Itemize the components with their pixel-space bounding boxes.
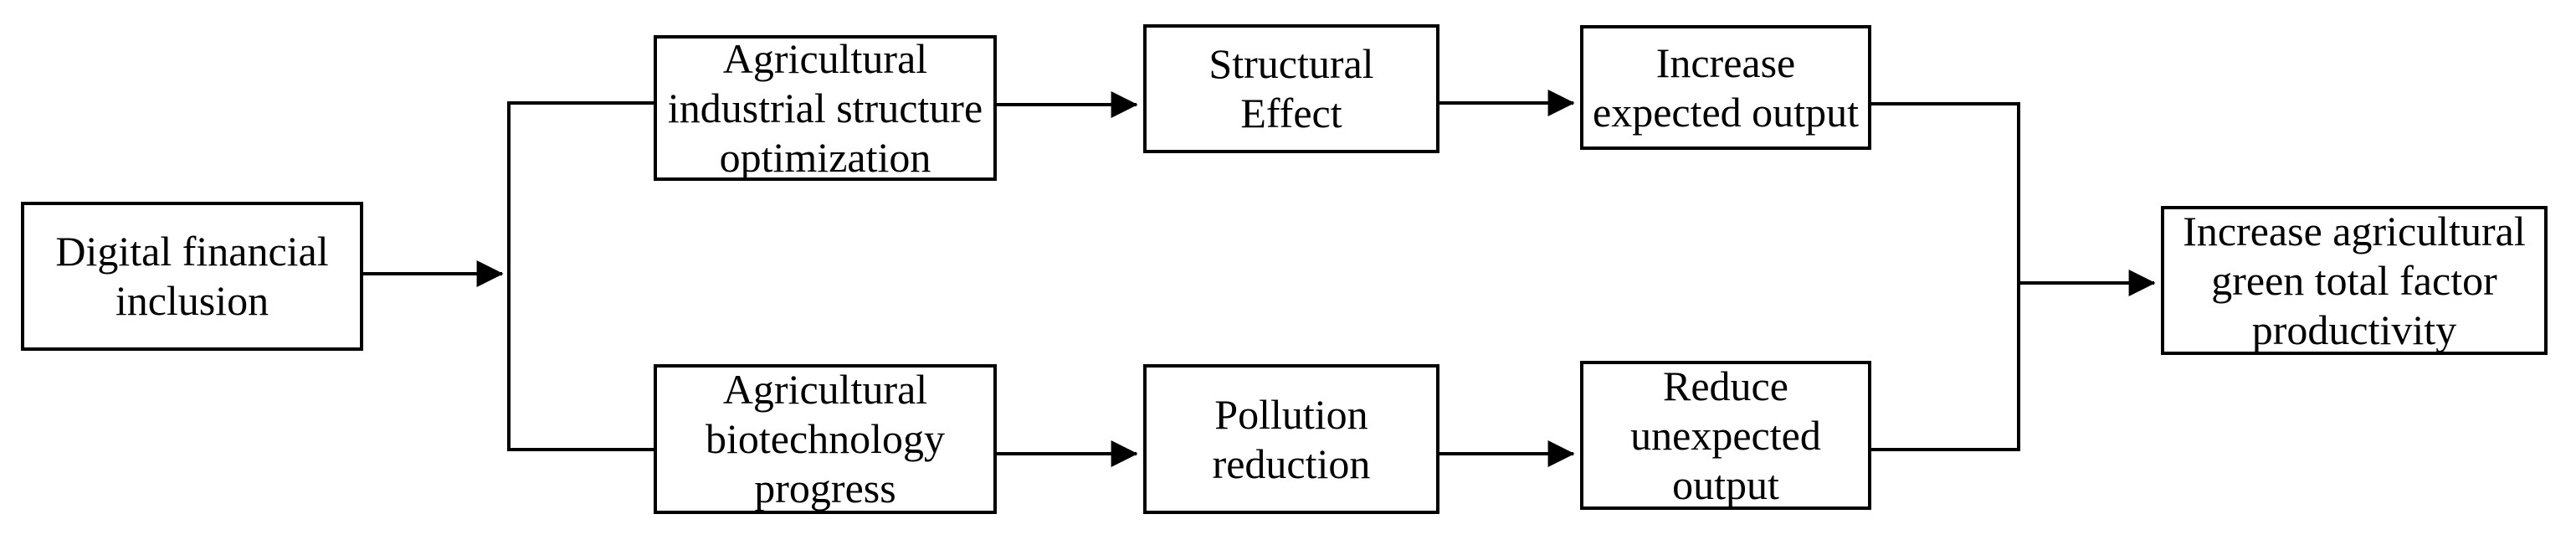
node-digital-financial-inclusion: Digital financial inclusion (21, 202, 363, 351)
node-structural-effect: Structural Effect (1143, 24, 1439, 153)
node-increase-expected-output: Increase expected output (1580, 25, 1871, 150)
node-agricultural-industrial-structure-optimization: Agricultural industrial structure optimi… (654, 35, 997, 181)
node-pollution-reduction: Pollution reduction (1143, 364, 1439, 514)
node-agricultural-biotechnology-progress: Agricultural biotechnology progress (654, 364, 997, 514)
node-reduce-unexpected-output: Reduce unexpected output (1580, 361, 1871, 510)
node-increase-agricultural-green-total-factor-productivity: Increase agricultural green total factor… (2161, 206, 2548, 355)
